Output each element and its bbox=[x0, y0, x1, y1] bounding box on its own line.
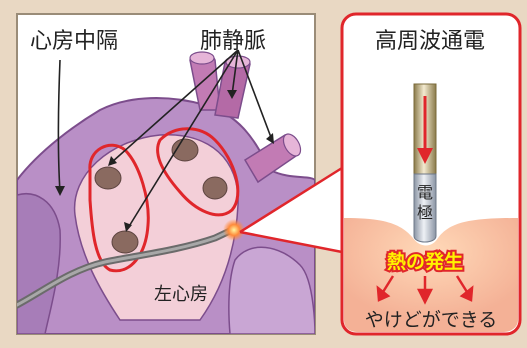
electrode-tip bbox=[413, 173, 437, 243]
zoom-callout-pointer bbox=[239, 166, 343, 254]
burn-arrows bbox=[376, 275, 474, 305]
leader-lines bbox=[57, 49, 273, 229]
electrode-char-1: 電 bbox=[417, 183, 433, 202]
title-rf-energy: 高周波通電 bbox=[375, 29, 485, 54]
heart-illustration-panel: 心房中隔 肺静脈 左心房 bbox=[16, 13, 316, 335]
pulmonary-vein-ostia bbox=[94, 138, 228, 254]
ablation-zoom-panel: 高周波通電 電 極 熱の発生 やけどができる bbox=[340, 12, 522, 336]
heat-generation-label: 熱の発生 bbox=[387, 250, 463, 273]
electrode-char-2: 極 bbox=[417, 203, 433, 222]
burn-label: やけどができる bbox=[365, 309, 498, 331]
heart-tissue bbox=[344, 218, 518, 332]
label-pulmonary-veins: 肺静脈 bbox=[200, 29, 266, 54]
catheter-tip-glow bbox=[223, 219, 245, 241]
lower-chamber bbox=[228, 246, 315, 334]
ablation-lesion-rings bbox=[88, 127, 240, 273]
label-left-atrium: 左心房 bbox=[154, 284, 208, 305]
label-atrial-septum: 心房中隔 bbox=[30, 29, 118, 54]
leader-arrowheads bbox=[55, 90, 274, 232]
